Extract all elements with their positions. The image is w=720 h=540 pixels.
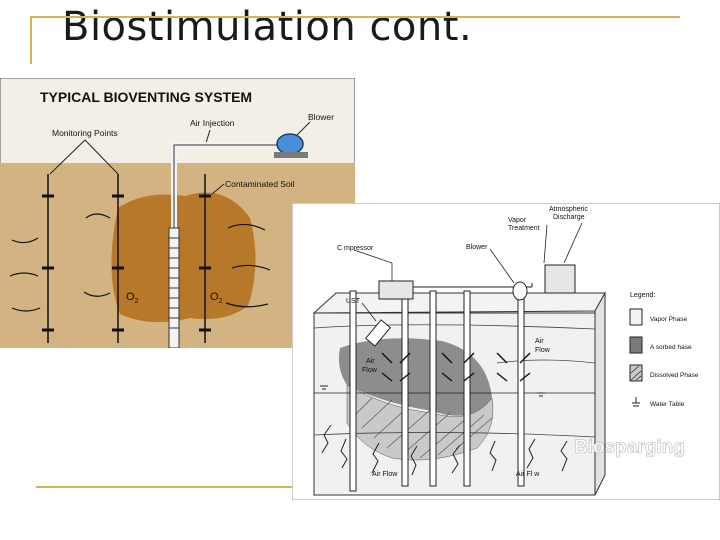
blower-label: Blower bbox=[466, 244, 488, 251]
label-leaders bbox=[353, 222, 583, 322]
title-rule-left bbox=[30, 16, 32, 64]
compressor-label: C mpressor bbox=[337, 245, 374, 252]
biosparging-diagram: C mpressor Vapor Treatment Atmospheric D… bbox=[291, 202, 720, 501]
contaminated-soil-label: Contaminated Soil bbox=[225, 179, 295, 189]
legend: Legend: Vapor Phase A sorbed hase Dissol… bbox=[629, 292, 699, 408]
vapor-treatment-unit bbox=[544, 264, 576, 294]
air-flow-bottom-left: Air Flow bbox=[372, 471, 398, 478]
legend-swatch-adsorbed bbox=[629, 336, 643, 354]
air-injection-label: Air Injection bbox=[190, 118, 235, 128]
airflow-arrows bbox=[9, 213, 271, 312]
vapor-treatment-label-2: Treatment bbox=[508, 225, 540, 232]
legend-item-adsorbed: A sorbed hase bbox=[650, 344, 692, 351]
air-flow-left-line1: Air bbox=[366, 358, 375, 365]
fracture-pattern bbox=[321, 424, 568, 476]
ust-label: UST bbox=[346, 298, 361, 305]
monitoring-well-3 bbox=[199, 174, 211, 343]
vapor-treatment-label-1: Vapor bbox=[508, 217, 527, 224]
air-injection-pipe bbox=[168, 142, 285, 349]
atmospheric-discharge-label-2: Discharge bbox=[553, 214, 585, 221]
contaminant-plume bbox=[111, 192, 256, 323]
air-flow-right-line2: Flow bbox=[535, 347, 551, 354]
blower-label: Blower bbox=[308, 112, 334, 122]
dissolved-hatching bbox=[351, 397, 493, 459]
monitoring-well-1 bbox=[42, 174, 54, 343]
oxygen-label-left: O2 bbox=[126, 291, 139, 305]
ust-tank bbox=[364, 319, 392, 347]
legend-swatch-hatch bbox=[630, 365, 642, 381]
blower-icon bbox=[276, 133, 304, 155]
adsorbed-phase-zone bbox=[338, 338, 492, 416]
blower-icon bbox=[512, 281, 528, 301]
oxygen-label-right: O2 bbox=[210, 291, 223, 305]
legend-item-vapor: Vapor Phase bbox=[650, 316, 687, 323]
title-rule-top bbox=[30, 16, 680, 18]
water-table-symbols bbox=[320, 385, 545, 397]
bioventing-heading: TYPICAL BIOVENTING SYSTEM bbox=[40, 89, 252, 105]
dissolved-phase-zone bbox=[346, 384, 494, 461]
biosparging-overlay-label: Biosparging bbox=[574, 437, 685, 458]
airflow-arrows bbox=[381, 352, 531, 382]
air-flow-bottom-right: Air Fl w bbox=[516, 471, 540, 478]
legend-item-water-table: Water Table bbox=[650, 401, 685, 408]
monitoring-well-2 bbox=[112, 174, 124, 343]
legend-swatch-vapor bbox=[629, 308, 643, 326]
air-flow-right-line1: Air bbox=[535, 338, 544, 345]
blower-base bbox=[274, 152, 308, 158]
monitoring-points-label: Monitoring Points bbox=[52, 128, 118, 138]
biosparging-figure: C mpressor Vapor Treatment Atmospheric D… bbox=[291, 202, 720, 501]
sparge-wells bbox=[349, 290, 525, 492]
legend-item-dissolved: Dissolved Phase bbox=[650, 372, 699, 379]
atmospheric-discharge-label-1: Atmospheric bbox=[549, 206, 588, 213]
slide-title: Biostimulation cont. bbox=[62, 4, 473, 50]
legend-swatch-dissolved bbox=[629, 364, 643, 382]
compressor-icon bbox=[378, 280, 414, 300]
air-flow-left-line2: Flow bbox=[362, 367, 378, 374]
legend-title: Legend: bbox=[630, 292, 655, 299]
legend-water-table-icon bbox=[632, 397, 640, 407]
